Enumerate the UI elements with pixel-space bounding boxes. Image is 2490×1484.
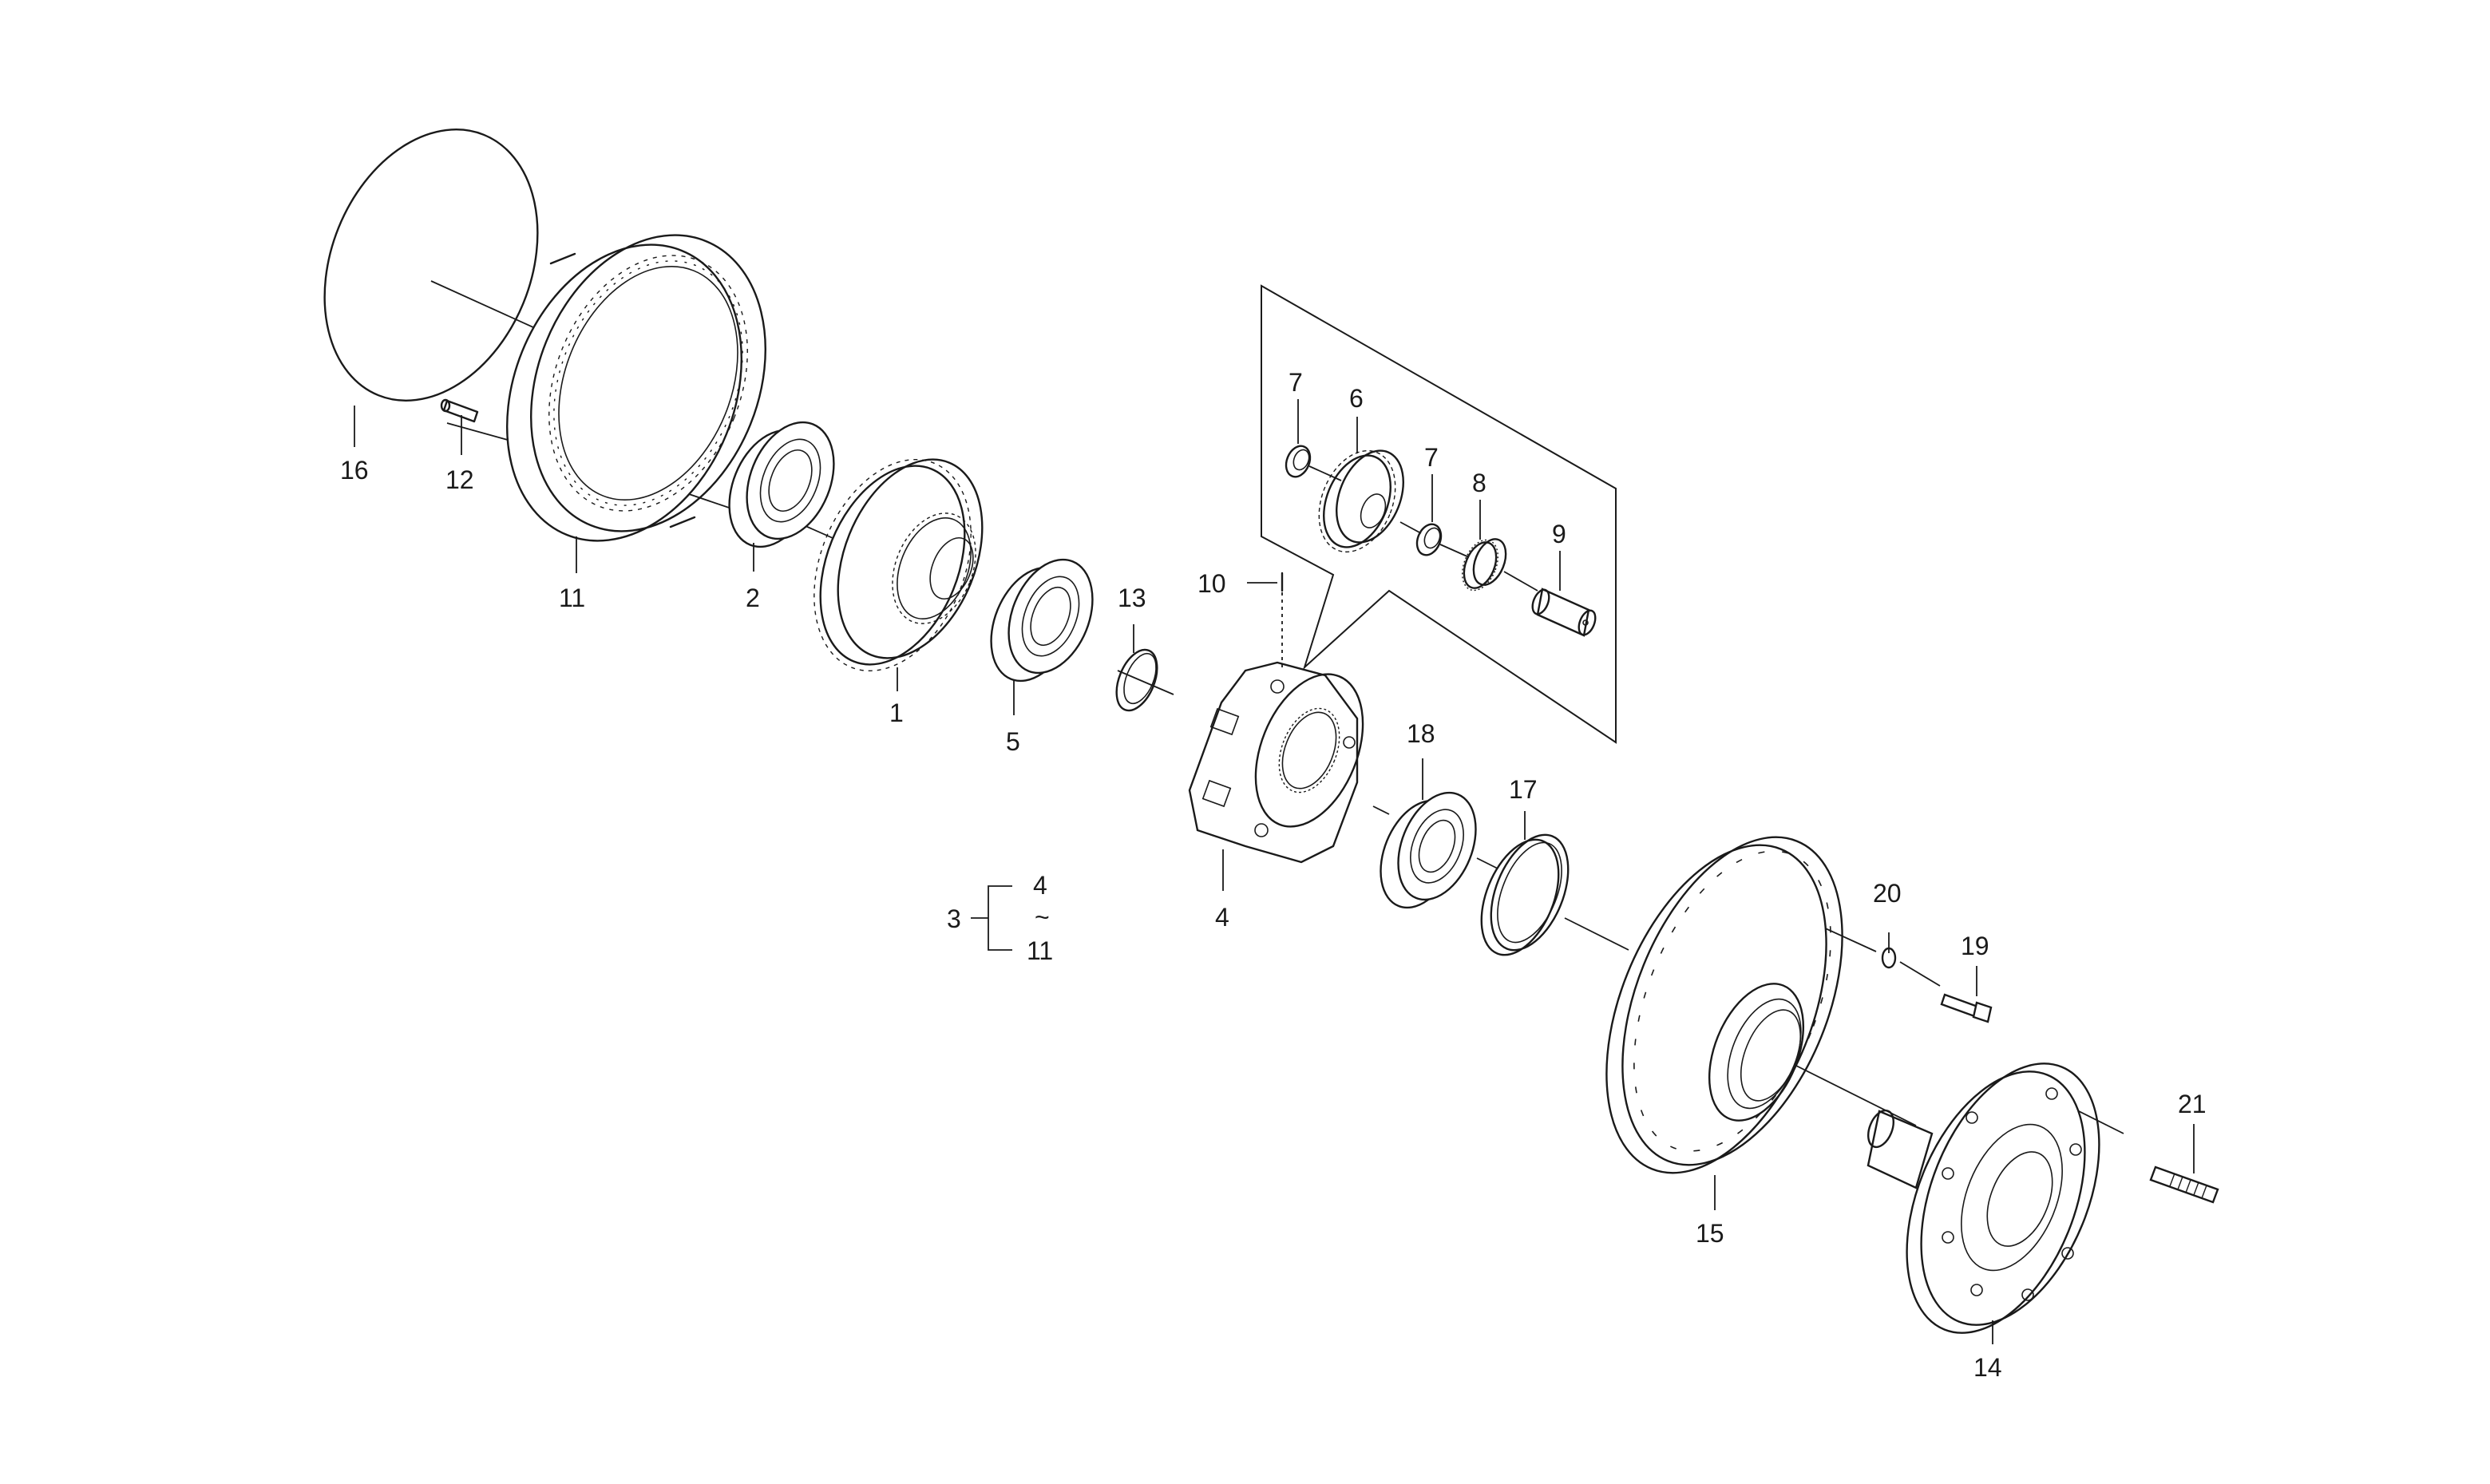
callout-5: 5 — [1006, 727, 1020, 756]
bearing-part-18 — [1380, 791, 1477, 909]
callout-10: 10 — [1197, 569, 1226, 598]
callout-9: 9 — [1552, 520, 1566, 548]
callout-17: 17 — [1509, 775, 1538, 804]
callout-20: 20 — [1873, 879, 1902, 908]
callout-12: 12 — [445, 465, 474, 494]
callout-2: 2 — [746, 584, 760, 612]
flange-spindle-part-14 — [1867, 1063, 2100, 1334]
assembly-group-label: 3 — [947, 904, 961, 933]
callout-13: 13 — [1118, 584, 1146, 612]
bearing-part-2 — [728, 421, 835, 548]
callout-7a: 7 — [1289, 368, 1303, 397]
assembly-range-start: 4 — [1033, 871, 1047, 900]
washer-part-7a — [1285, 445, 1312, 478]
detail-frame — [1261, 284, 1617, 744]
gear-part-1 — [814, 458, 984, 672]
callout-18: 18 — [1407, 719, 1435, 748]
assembly-range-end: 11 — [1027, 936, 1053, 965]
bolt-part-19 — [1940, 993, 1993, 1023]
callout-11: 11 — [559, 584, 585, 612]
callout-labels: 16 12 11 2 1 5 13 10 4 18 17 15 14 20 19… — [340, 368, 2207, 1382]
callout-1: 1 — [889, 698, 904, 727]
assembly-range-separator: ~ — [1035, 903, 1050, 932]
o-ring-part-16 — [323, 129, 539, 402]
callout-19: 19 — [1961, 932, 1989, 960]
callout-8: 8 — [1472, 469, 1486, 497]
pin-part-12 — [440, 398, 479, 423]
seal-ring-part-17 — [1480, 833, 1570, 956]
detail-axis-lines — [1308, 465, 1538, 592]
planet-shaft-part-9 — [1531, 588, 1597, 637]
callout-6: 6 — [1349, 384, 1364, 413]
callout-16: 16 — [340, 456, 369, 485]
planet-carrier-part-4 — [1188, 661, 1364, 864]
hub-housing-part-15 — [1605, 836, 1843, 1174]
leader-lines — [354, 399, 2195, 1344]
callout-21: 21 — [2178, 1090, 2207, 1118]
bearing-part-5 — [990, 558, 1094, 683]
callout-14: 14 — [1973, 1353, 2002, 1382]
snap-ring-part-13 — [1115, 648, 1158, 712]
needle-bearing-part-8 — [1462, 538, 1507, 592]
callout-4: 4 — [1215, 903, 1229, 932]
planet-gear-part-6 — [1318, 449, 1404, 553]
washer-part-7b — [1415, 523, 1443, 556]
callout-7b: 7 — [1424, 443, 1439, 472]
stud-part-21 — [2149, 1165, 2219, 1204]
callout-15: 15 — [1696, 1219, 1724, 1248]
ring-gear-part-11 — [506, 234, 766, 542]
